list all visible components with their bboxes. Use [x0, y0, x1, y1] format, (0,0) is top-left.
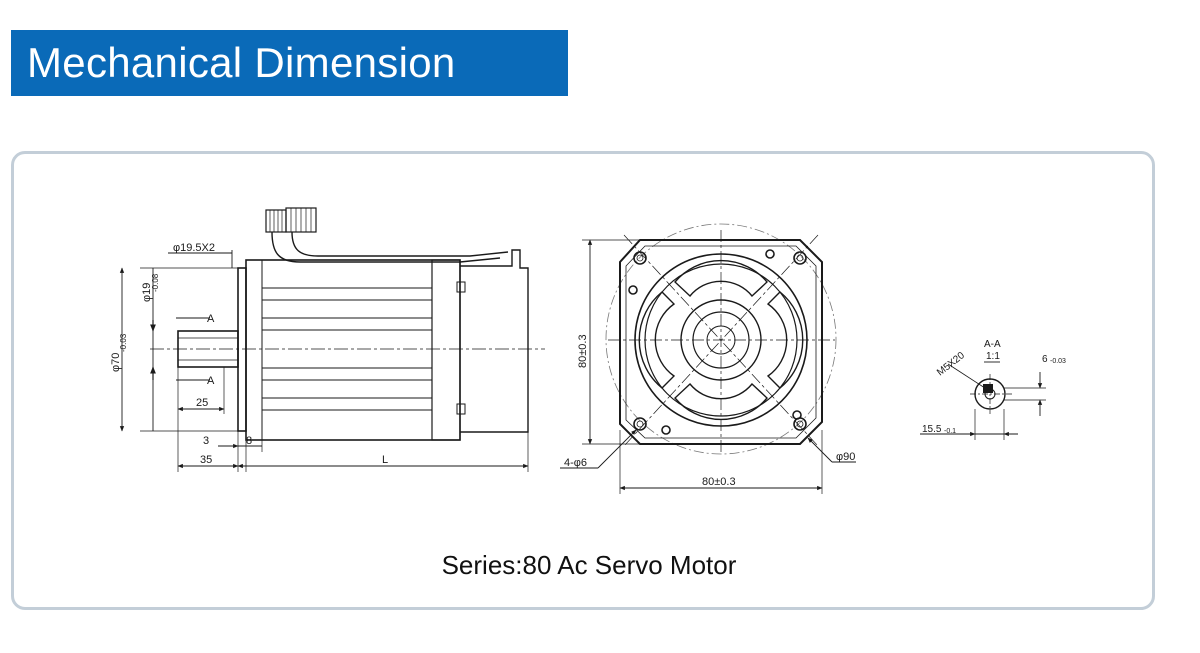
- header-banner: Mechanical Dimension: [11, 30, 568, 96]
- dim-d70: φ70: [110, 353, 122, 372]
- drawing-caption: Series:80 Ac Servo Motor: [441, 550, 737, 580]
- dim-key-width: 6: [1042, 354, 1048, 365]
- dim-l: L: [382, 454, 388, 466]
- side-view: [119, 207, 545, 472]
- dim-3: 3: [203, 435, 209, 447]
- dim-key-tol: -0.03: [1050, 358, 1066, 365]
- section-title: A-A: [984, 339, 1001, 350]
- dim-pcd: φ90: [836, 451, 855, 463]
- dim-35: 35: [200, 454, 212, 466]
- dim-depth-tol: -0.1: [944, 428, 956, 435]
- front-view: [560, 223, 856, 494]
- dim-height: 80±0.3: [577, 334, 589, 368]
- dim-d19: φ19: [141, 283, 153, 302]
- drawing-panel: [11, 151, 1155, 610]
- side-view-labels: φ19.5X2 φ19 -0.08 φ70 -0.03 A A 25 3 8 3…: [110, 242, 388, 466]
- section-a-top-label: A: [207, 313, 215, 325]
- section-scale: 1:1: [986, 351, 1000, 362]
- dim-25: 25: [196, 397, 208, 409]
- dim-8: 8: [246, 435, 252, 447]
- dim-d70-tol: -0.03: [119, 333, 128, 352]
- front-view-labels: 80±0.3 80±0.3 4-φ6 φ90: [564, 334, 855, 488]
- dim-d19-tol: -0.08: [151, 273, 160, 292]
- section-view: [920, 361, 1046, 440]
- dim-shaft-top: φ19.5X2: [173, 242, 215, 254]
- dim-depth: 15.5: [922, 424, 942, 435]
- section-a-bottom-label: A: [207, 375, 215, 387]
- dim-thread: M5X20: [935, 350, 967, 378]
- section-view-labels: A-A 1:1 M5X20 6 -0.03 15.5 -0.1: [922, 339, 1066, 435]
- dim-holes: 4-φ6: [564, 457, 587, 469]
- page-title: Mechanical Dimension: [27, 39, 456, 86]
- dim-width: 80±0.3: [702, 476, 736, 488]
